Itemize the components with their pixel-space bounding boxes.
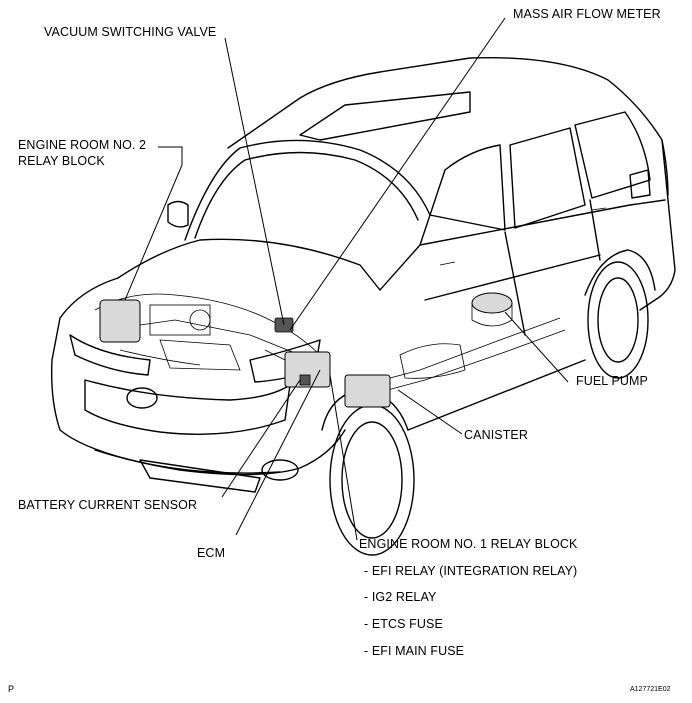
leader-lines <box>124 17 569 541</box>
label-vacuum-switching-valve: VACUUM SWITCHING VALVE <box>44 25 217 39</box>
label-ecm: ECM <box>197 546 226 560</box>
label-engine-room-no1: ENGINE ROOM NO. 1 RELAY BLOCK <box>359 537 578 551</box>
vehicle-outline <box>51 56 676 556</box>
sub-item-efi-main-fuse: - EFI MAIN FUSE <box>364 644 465 658</box>
label-fuel-pump: FUEL PUMP <box>576 374 648 388</box>
label-engine-room-no2-line2: RELAY BLOCK <box>18 154 105 168</box>
label-canister: CANISTER <box>464 428 529 442</box>
footer-right-code: A127721E02 <box>630 686 671 693</box>
sub-item-etcs-fuse: - ETCS FUSE <box>364 617 443 631</box>
sub-item-ig2-relay: - IG2 RELAY <box>364 590 437 604</box>
label-battery-current-sensor: BATTERY CURRENT SENSOR <box>18 498 198 512</box>
footer-left-code: P <box>8 684 15 694</box>
fuel-system <box>344 292 566 408</box>
sub-item-efi-relay: - EFI RELAY (INTEGRATION RELAY) <box>364 564 578 578</box>
label-mass-air-flow-meter: MASS AIR FLOW METER <box>513 7 661 21</box>
engine-bay <box>94 293 331 388</box>
label-engine-room-no2-line1: ENGINE ROOM NO. 2 <box>18 138 147 152</box>
